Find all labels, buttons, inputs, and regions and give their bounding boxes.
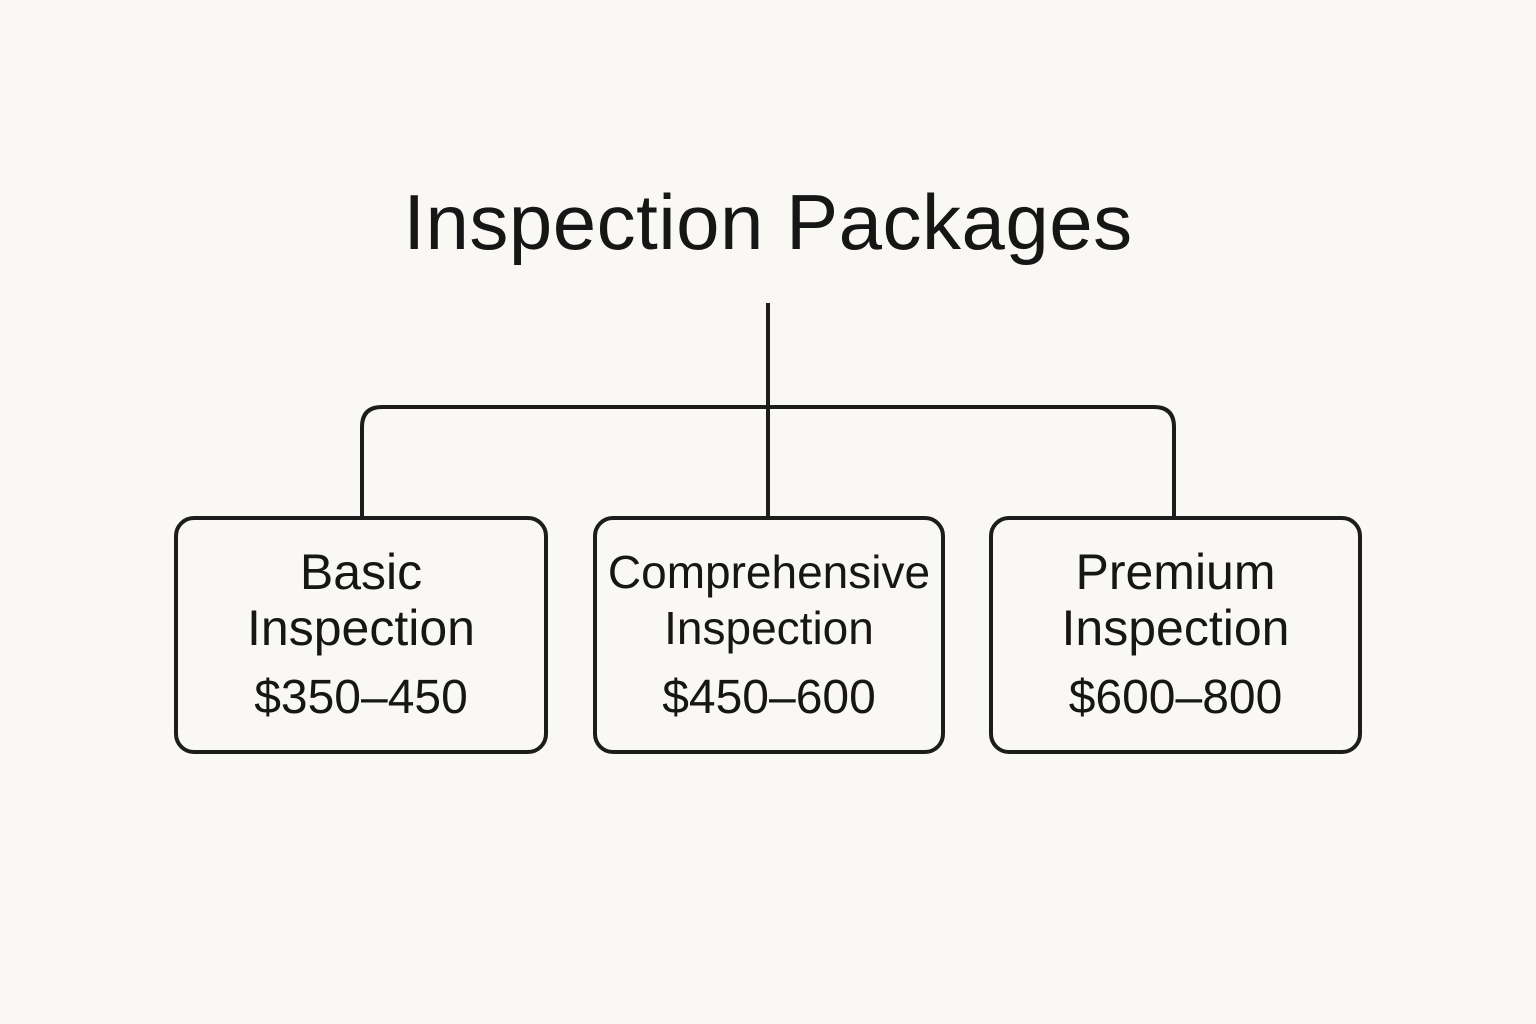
- diagram-title: Inspection Packages: [403, 178, 1133, 266]
- package-price: $450–600: [662, 671, 876, 724]
- package-box-premium: Premium Inspection $600–800: [989, 516, 1362, 754]
- package-price: $600–800: [1068, 671, 1283, 724]
- package-name: Basic Inspection: [247, 544, 475, 656]
- package-box-basic: Basic Inspection $350–450: [174, 516, 548, 754]
- package-name: Comprehensive Inspection: [607, 546, 931, 654]
- package-box-comprehensive: Comprehensive Inspection $450–600: [593, 516, 945, 754]
- package-price: $350–450: [254, 671, 468, 724]
- package-name: Premium Inspection: [1061, 544, 1290, 656]
- branch-line: [360, 405, 1176, 518]
